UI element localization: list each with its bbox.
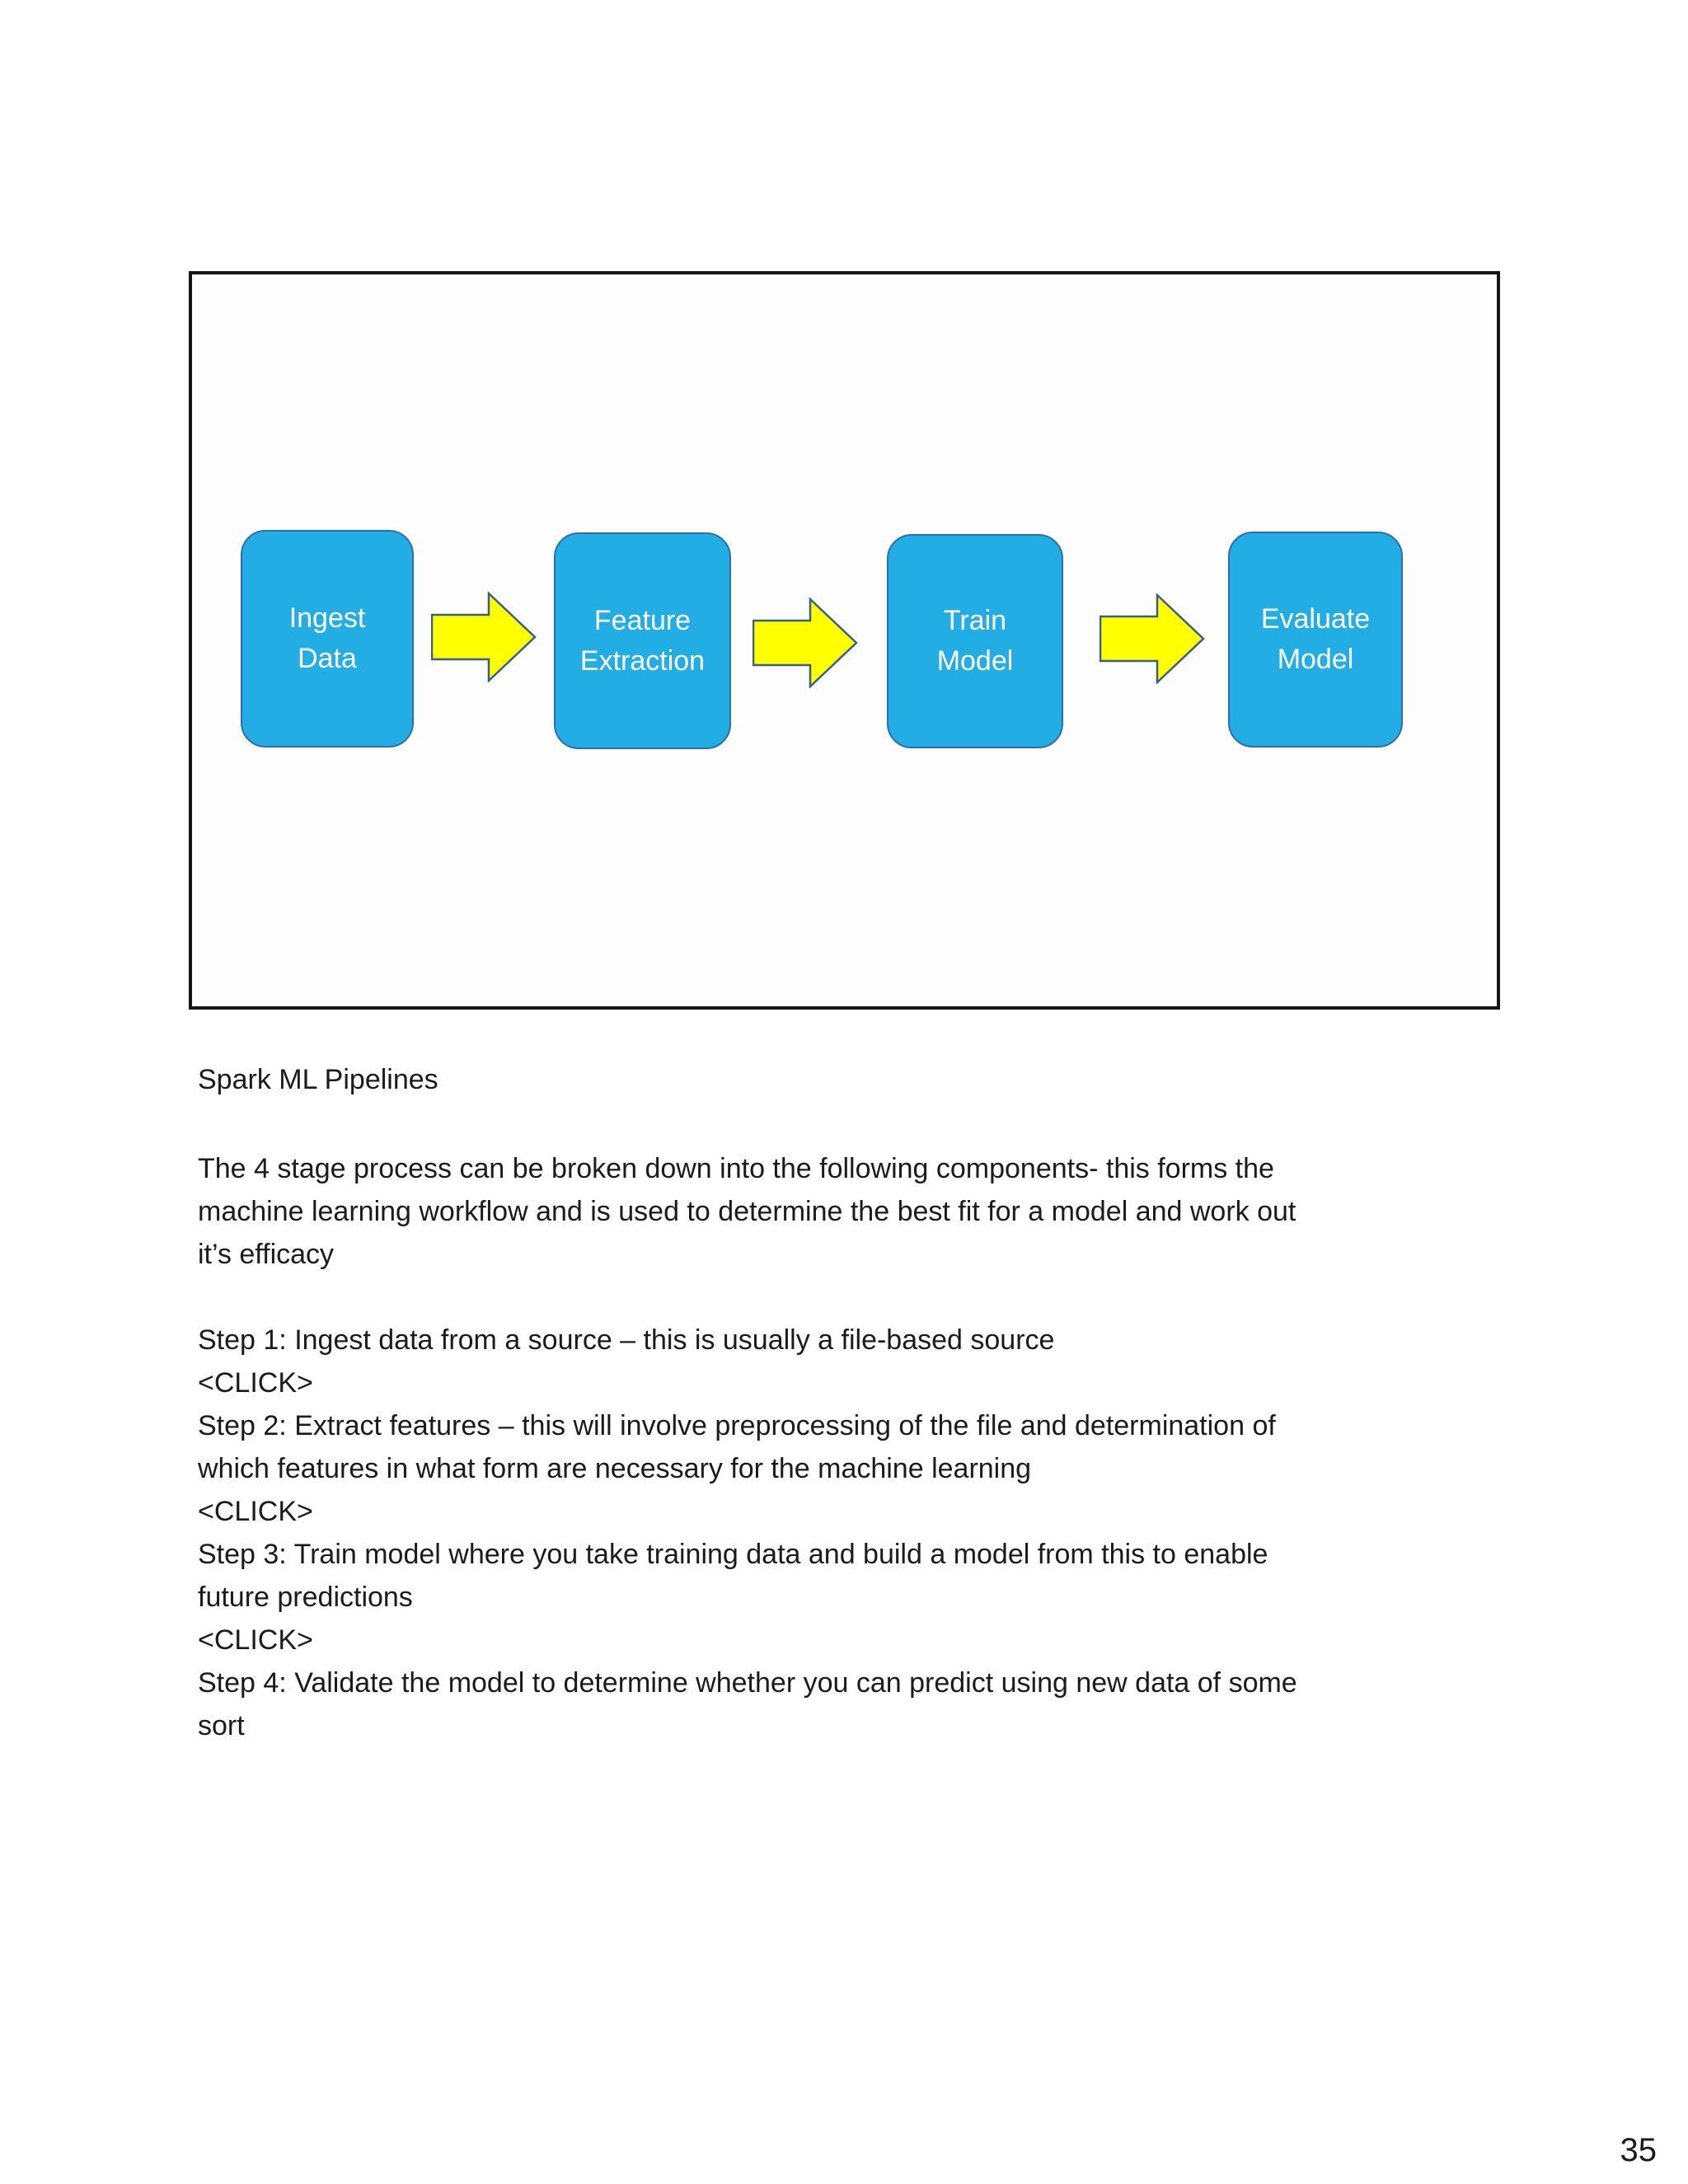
note-line: The 4 stage process can be broken down i… <box>198 1153 1274 1184</box>
note-line: <CLICK> <box>198 1367 313 1399</box>
note-line: sort <box>198 1710 245 1741</box>
note-line-blank <box>198 1276 1599 1319</box>
flow-arrow-icon <box>753 598 858 688</box>
note-line: <CLICK> <box>198 1624 313 1656</box>
flow-step-label: Ingest Data <box>288 602 366 674</box>
slide-figure-frame: Ingest Data Feature Extraction Train Mod… <box>189 271 1500 1010</box>
notes-title: Spark ML Pipelines <box>198 1064 438 1095</box>
flow-step-ingest-data: Ingest Data <box>241 530 414 748</box>
note-line: Step 2: Extract features – this will inv… <box>198 1410 1276 1441</box>
note-line: which features in what form are necessar… <box>198 1453 1032 1484</box>
note-line: Step 1: Ingest data from a source – this… <box>198 1324 1055 1356</box>
flow-step-feature-extraction: Feature Extraction <box>554 532 731 749</box>
flow-arrow-icon <box>431 592 537 682</box>
flow-step-label: Feature Extraction <box>579 604 706 677</box>
note-line: future predictions <box>198 1582 413 1613</box>
flow-step-evaluate-model: Evaluate Model <box>1228 532 1403 748</box>
note-line: Step 4: Validate the model to determine … <box>198 1667 1297 1699</box>
flow-step-train-model: Train Model <box>887 534 1063 748</box>
flow-step-label: Train Model <box>936 605 1014 677</box>
note-line: machine learning workflow and is used to… <box>198 1196 1296 1227</box>
note-line: Step 3: Train model where you take train… <box>198 1539 1268 1570</box>
note-line: it’s efficacy <box>198 1239 335 1270</box>
flow-step-label: Evaluate Model <box>1260 603 1371 675</box>
notes-body: The 4 stage process can be broken down i… <box>198 1147 1599 1747</box>
note-line: <CLICK> <box>198 1496 313 1527</box>
flow-arrow-icon <box>1100 593 1205 684</box>
page-number: 35 <box>1620 2132 1658 2168</box>
